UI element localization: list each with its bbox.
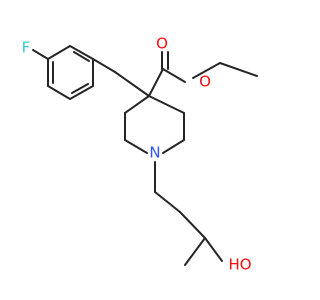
hydroxyl-group: HO xyxy=(228,256,251,274)
bond xyxy=(47,45,71,60)
bond xyxy=(154,191,181,213)
fluorine-label: F xyxy=(22,39,31,57)
bond xyxy=(148,68,164,97)
ether-oxygen-label: O xyxy=(199,73,211,91)
bond xyxy=(114,71,150,97)
bond xyxy=(69,85,94,100)
hydroxyl-label: HO xyxy=(228,256,251,274)
bond xyxy=(69,45,94,60)
fluorine-atom: F xyxy=(22,39,31,57)
carbonyl-oxygen-label: O xyxy=(156,35,168,53)
nitrogen-atom: N xyxy=(149,144,160,162)
bond xyxy=(32,49,49,60)
bond xyxy=(124,95,150,114)
structure-canvas: F O O N HO xyxy=(21,34,258,274)
bond xyxy=(192,62,221,79)
bond xyxy=(71,83,89,94)
bond xyxy=(184,237,206,266)
bond xyxy=(162,68,186,83)
molecule-structure: F O O N HO xyxy=(22,35,258,274)
atom-labels: F O O N HO xyxy=(22,35,252,274)
bond xyxy=(162,139,185,154)
bond-lines xyxy=(32,45,258,266)
bond xyxy=(73,51,90,62)
ether-oxygen-atom: O xyxy=(199,73,211,91)
carbonyl-oxygen-atom: O xyxy=(156,35,168,53)
bond xyxy=(47,85,71,100)
bond xyxy=(219,62,258,77)
nitrogen-label: N xyxy=(149,144,160,162)
bond xyxy=(148,95,185,114)
bond xyxy=(179,211,206,239)
bond xyxy=(124,139,148,154)
bond xyxy=(204,237,223,262)
bond xyxy=(92,58,116,73)
